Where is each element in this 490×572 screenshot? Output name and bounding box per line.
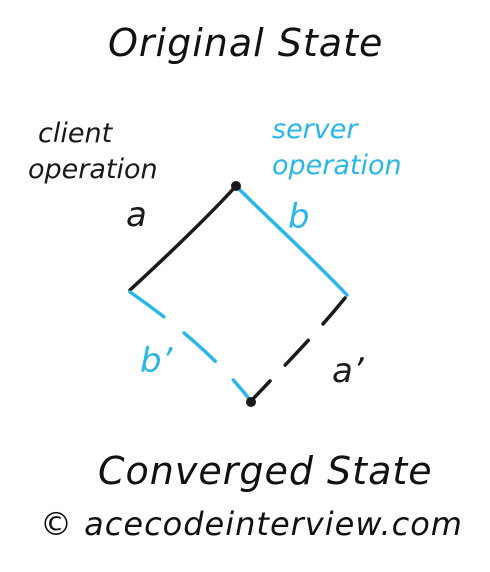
edge-b-prime-label: b’ <box>140 341 173 381</box>
edge-b-line <box>234 184 349 297</box>
client-label-line2: operation <box>28 154 158 185</box>
edge-a-label: a <box>126 195 147 235</box>
edge-b-prime-line <box>128 290 252 402</box>
client-operation-label: client operation <box>28 116 158 188</box>
client-label-line1: client <box>38 118 113 149</box>
converged-state-title: Converged State <box>98 449 433 493</box>
edge-a-line <box>128 184 238 292</box>
original-state-title: Original State <box>108 21 384 65</box>
server-label-line2: operation <box>272 150 402 181</box>
edge-a-prime-line <box>250 296 347 402</box>
original-state-node <box>231 181 241 191</box>
converged-state-node <box>246 397 256 407</box>
edge-a-prime-label: a’ <box>332 351 364 391</box>
server-operation-label: server operation <box>272 112 402 184</box>
credit-text: © acecodeinterview.com <box>40 505 463 543</box>
edge-b-label: b <box>288 197 310 237</box>
server-label-line1: server <box>272 114 358 145</box>
